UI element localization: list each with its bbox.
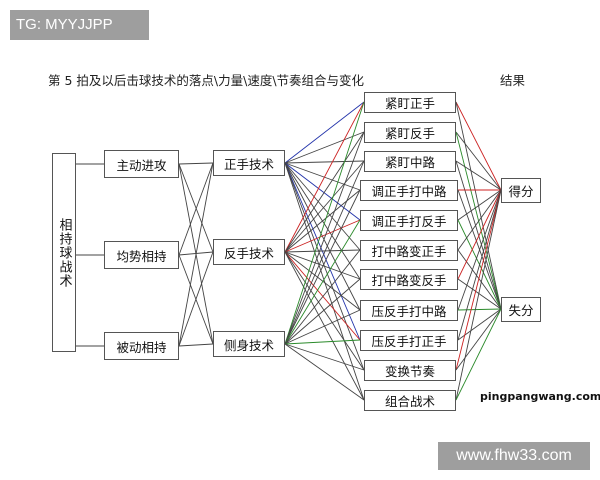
technique-placement-line: [284, 162, 361, 191]
outcome-box-win: 得分: [501, 178, 541, 203]
technique-placement-line: [284, 101, 365, 253]
technique-label: 正手技术: [223, 156, 274, 172]
technique-placement-line: [284, 219, 361, 345]
placement-label: 调正手打中路: [371, 184, 447, 199]
placement-outcome-line: [455, 101, 502, 191]
placement-box: 变换节奏: [364, 360, 456, 381]
technique-placement-line: [284, 249, 361, 345]
technique-label: 反手技术: [223, 245, 274, 261]
strategy-label: 被动相持: [116, 339, 167, 355]
strategy-technique-line: [178, 343, 214, 347]
placement-box: 紧盯中路: [364, 151, 456, 172]
technique-placement-line: [284, 251, 365, 371]
technique-label: 侧身技术: [223, 337, 274, 353]
placement-outcome-line: [457, 189, 502, 280]
strategy-technique-line: [178, 251, 214, 347]
technique-placement-line: [284, 131, 365, 345]
placement-outcome-line: [455, 308, 502, 401]
root-box: 相持球战术: [52, 153, 76, 352]
technique-placement-line: [284, 189, 361, 345]
placement-label: 打中路变反手: [371, 273, 447, 288]
placement-box: 打中路变反手: [360, 269, 458, 290]
placement-box: 组合战术: [364, 390, 456, 411]
technique-placement-line: [284, 162, 361, 311]
site-watermark: pingpangwang.com: [480, 390, 600, 403]
strategy-label: 主动进攻: [116, 157, 167, 173]
technique-box-backhand: 反手技术: [213, 239, 285, 265]
strategy-technique-line: [178, 162, 214, 165]
placement-label: 紧盯中路: [384, 155, 435, 170]
strategy-box-attack: 主动进攻: [104, 150, 179, 178]
placement-outcome-line: [457, 189, 502, 251]
technique-placement-line: [284, 251, 361, 311]
placement-box: 打中路变正手: [360, 240, 458, 261]
placement-box: 压反手打正手: [360, 330, 458, 351]
placement-label: 紧盯正手: [384, 96, 435, 111]
placement-outcome-line: [457, 189, 502, 311]
result-column-label: 结果: [500, 73, 526, 88]
strategy-box-balanced: 均势相持: [104, 241, 179, 269]
root-label: 相持球战术: [56, 217, 72, 288]
placement-label: 组合战术: [384, 394, 435, 409]
placement-box: 紧盯正手: [364, 92, 456, 113]
outcome-label: 得分: [508, 184, 534, 199]
placement-label: 调正手打反手: [371, 214, 447, 229]
placement-box: 调正手打反手: [360, 210, 458, 231]
technique-placement-line: [284, 131, 365, 164]
technique-box-pivot: 侧身技术: [213, 331, 285, 357]
placement-outcome-line: [455, 160, 502, 310]
placement-label: 压反手打正手: [371, 334, 447, 349]
placement-outcome-line: [457, 189, 502, 221]
strategy-technique-line: [178, 162, 214, 347]
technique-placement-line: [284, 162, 361, 341]
technique-placement-line: [284, 251, 361, 341]
placement-box: 压反手打中路: [360, 300, 458, 321]
placement-outcome-line: [455, 160, 502, 191]
technique-placement-line: [284, 343, 365, 401]
technique-placement-line: [284, 101, 365, 164]
technique-placement-line: [284, 162, 361, 251]
technique-placement-line: [284, 162, 361, 221]
technique-placement-line: [284, 251, 361, 280]
placement-outcome-line: [455, 189, 502, 401]
technique-placement-line: [284, 160, 365, 164]
technique-placement-line: [284, 339, 361, 345]
technique-box-forehand: 正手技术: [213, 150, 285, 176]
placement-outcome-line: [455, 131, 502, 191]
placement-outcome-line: [457, 189, 502, 341]
technique-placement-line: [284, 249, 361, 253]
strategy-label: 均势相持: [116, 248, 167, 264]
url-watermark: www.fhw33.com: [438, 442, 590, 470]
technique-placement-line: [284, 131, 365, 253]
technique-placement-line: [284, 160, 365, 253]
placement-outcome-line: [457, 278, 502, 310]
placement-label: 变换节奏: [384, 364, 435, 379]
strategy-box-passive: 被动相持: [104, 332, 179, 360]
placement-box: 紧盯反手: [364, 122, 456, 143]
technique-placement-line: [284, 219, 361, 253]
outcome-box-lose: 失分: [501, 297, 541, 322]
placement-box: 调正手打中路: [360, 180, 458, 201]
placement-label: 打中路变正手: [371, 244, 447, 259]
placement-label: 紧盯反手: [384, 126, 435, 141]
placement-outcome-line: [455, 308, 502, 371]
diagram-title: 第 5 拍及以后击球技术的落点\力量\速度\节奏组合与变化: [48, 73, 365, 88]
technique-placement-line: [284, 162, 365, 401]
placement-outcome-line: [455, 189, 502, 371]
technique-placement-line: [284, 278, 361, 345]
placement-outcome-line: [457, 308, 502, 311]
placement-label: 压反手打中路: [371, 304, 447, 319]
technique-placement-line: [284, 309, 361, 345]
placement-outcome-line: [457, 249, 502, 310]
outcome-label: 失分: [508, 303, 534, 318]
placement-outcome-line: [455, 131, 502, 310]
telegram-tag: TG: MYYJJPP: [10, 10, 149, 40]
strategy-technique-line: [178, 162, 214, 256]
technique-placement-line: [284, 343, 365, 371]
technique-placement-line: [284, 160, 365, 345]
technique-placement-line: [284, 101, 365, 345]
